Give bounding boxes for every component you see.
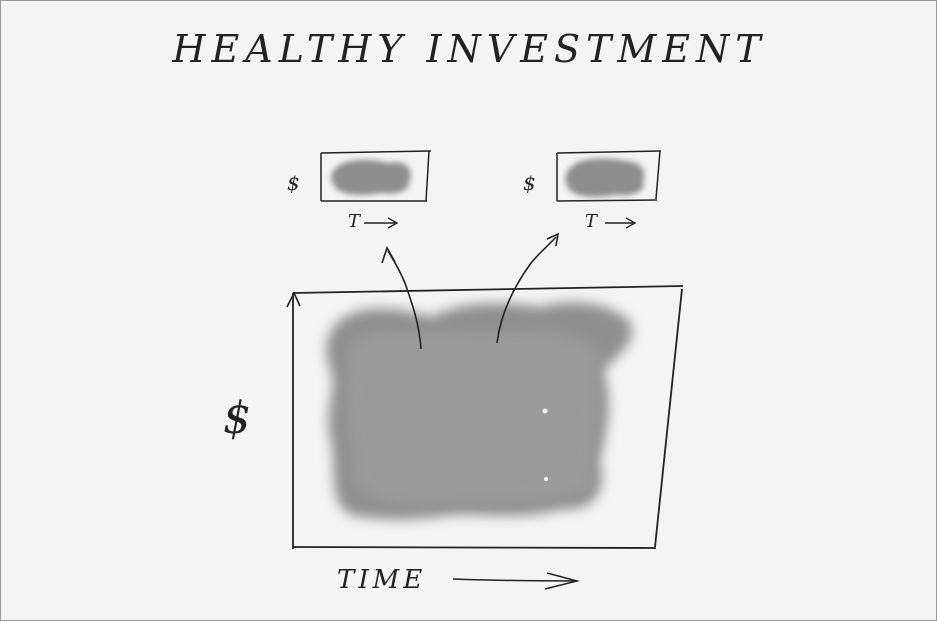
page-title: HEALTHY INVESTMENT [172, 27, 767, 71]
small-left-x-label: T [348, 211, 361, 232]
time-arrow [452, 572, 580, 590]
small-left-y-label: $ [287, 171, 300, 195]
small-chart-left [320, 150, 432, 229]
arrow-right-head [546, 232, 560, 247]
main-chart-frame [286, 285, 684, 549]
small-right-x-label: T [585, 211, 598, 232]
main-wash-area [326, 302, 633, 520]
arrow-right [496, 236, 557, 344]
main-y-axis-label: $ [223, 393, 251, 444]
small-chart-right [556, 150, 662, 229]
arrow-left-head [381, 246, 396, 264]
main-x-axis-label: TIME [337, 565, 427, 595]
small-wash-right [565, 158, 645, 197]
small-right-y-label: $ [523, 171, 536, 195]
small-wash-left [331, 159, 411, 195]
